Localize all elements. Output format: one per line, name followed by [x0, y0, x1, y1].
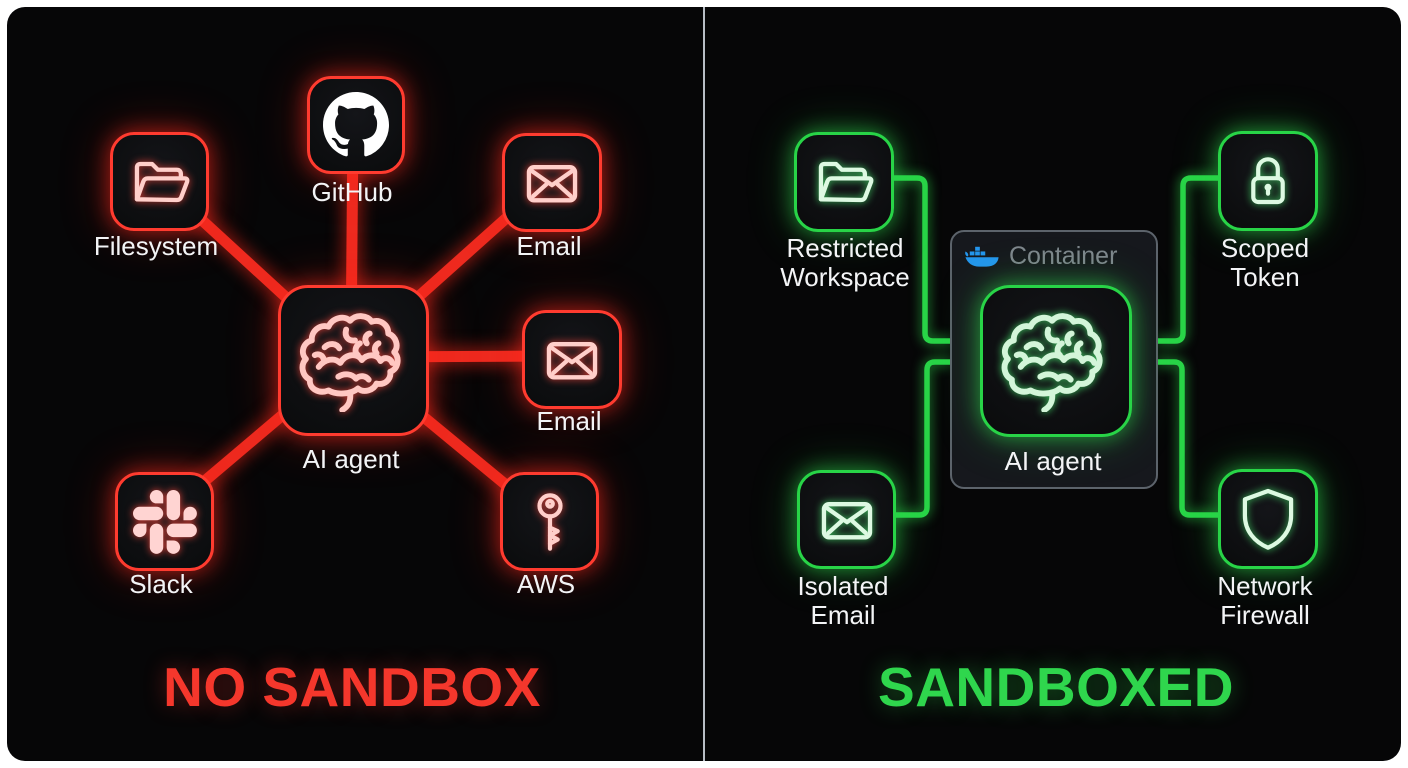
node-isolated-email: [797, 470, 896, 569]
node-filesystem: [110, 132, 209, 231]
label-ai-agent-left: AI agent: [302, 444, 400, 474]
label-line: Restricted: [786, 233, 904, 263]
node-aws: [500, 472, 599, 571]
label-restricted-workspace: Restricted Workspace: [725, 234, 965, 292]
label-line: Isolated: [797, 571, 889, 601]
label-scoped-token: Scoped Token: [1145, 234, 1385, 292]
label-ai-agent-right: AI agent: [1004, 446, 1102, 476]
label-slack: Slack: [129, 569, 193, 599]
label-github: GitHub: [311, 177, 393, 207]
label-line: Token: [1230, 262, 1300, 292]
brain-icon: [1001, 313, 1103, 412]
envelope-icon: [526, 164, 578, 202]
node-scoped-token: [1218, 131, 1318, 231]
key-icon: [536, 492, 563, 551]
node-email-1: [502, 133, 602, 232]
container-header: Container: [964, 242, 1117, 271]
label-isolated-email: Isolated Email: [723, 572, 963, 630]
github-icon: [323, 92, 389, 157]
envelope-icon: [821, 501, 872, 539]
label-line: Firewall: [1220, 600, 1310, 630]
brain-icon: [299, 312, 401, 412]
folder-icon: [134, 161, 189, 202]
node-github: [307, 76, 405, 174]
label-aws: AWS: [516, 569, 576, 599]
shield-icon: [1242, 488, 1294, 550]
title-no-sandbox: NO SANDBOX: [163, 656, 541, 718]
panel-divider: [703, 7, 705, 761]
node-network-firewall: [1218, 469, 1318, 569]
label-filesystem: Filesystem: [93, 231, 219, 261]
label-line: Network: [1217, 571, 1313, 601]
label-email-2: Email: [536, 406, 602, 436]
node-email-2: [522, 310, 622, 409]
envelope-icon: [546, 341, 598, 379]
docker-icon: [965, 246, 999, 267]
label-line: Workspace: [780, 262, 910, 292]
node-ai-agent-right: [980, 285, 1132, 437]
node-restricted-workspace: [794, 132, 894, 232]
container-label: Container: [1009, 242, 1118, 270]
node-ai-agent-left: [278, 285, 429, 436]
node-slack: [115, 472, 214, 571]
title-sandboxed: SANDBOXED: [878, 656, 1234, 718]
folder-icon: [818, 161, 874, 203]
green-connection-lines: [888, 175, 1219, 518]
label-network-firewall: Network Firewall: [1145, 572, 1385, 630]
lock-icon: [1251, 157, 1285, 205]
slack-icon: [132, 489, 197, 554]
label-line: Scoped: [1220, 233, 1310, 263]
label-email-1: Email: [516, 231, 582, 261]
label-line: Email: [810, 600, 876, 630]
